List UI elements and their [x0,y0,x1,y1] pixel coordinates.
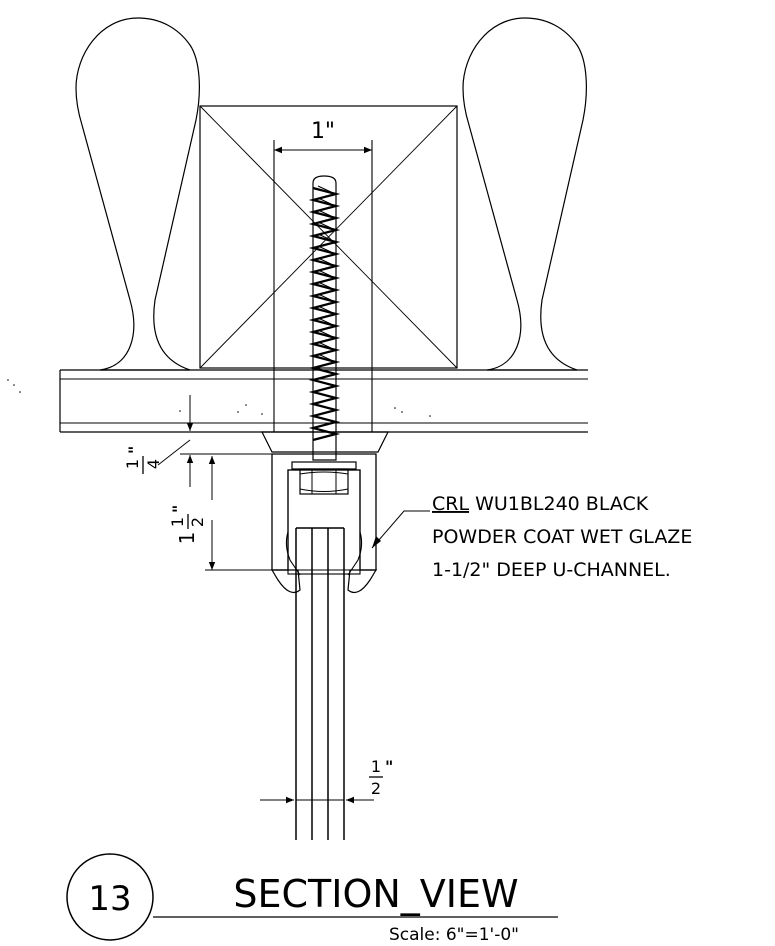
lag-bolt [291,175,357,495]
detail-number-circle [66,853,154,941]
svg-text:": " [385,757,393,776]
svg-text:4: 4 [144,459,163,469]
left-stanchion-profile [75,17,200,371]
svg-text:2: 2 [371,779,381,798]
svg-text:1: 1 [168,517,187,527]
glass-thickness-dimension: 1 2 " [260,757,393,804]
blocking-beyond [199,105,458,369]
svg-text:1: 1 [371,757,381,776]
svg-text:2: 2 [188,517,207,527]
detail-number: 13 [88,879,131,919]
right-stanchion-profile [462,17,587,371]
svg-text:1: 1 [175,532,199,545]
svg-text:1: 1 [123,459,142,469]
callout-leader [371,510,430,549]
glass-panel [295,527,345,840]
setting-shim [261,431,389,453]
depth-dimension: 1 1 2 " [168,456,288,571]
callout-line-2: POWDER COAT WET GLAZE [432,526,692,548]
gap-dimension: 1 4 " [123,395,272,487]
view-title: SECTION_VIEW [233,872,518,916]
callout-line-1: CRL WU1BL240 BLACK [432,493,649,515]
svg-text:": " [125,446,144,454]
callout-line-3: 1-1/2" DEEP U-CHANNEL. [432,559,671,581]
svg-text:": " [169,505,188,513]
left-gasket [270,569,301,593]
scale-label: Scale: 6"=1'-0" [389,925,519,945]
deck-substrate [7,369,588,433]
right-gasket [347,569,378,593]
channel-width-label: 1" [311,119,335,144]
